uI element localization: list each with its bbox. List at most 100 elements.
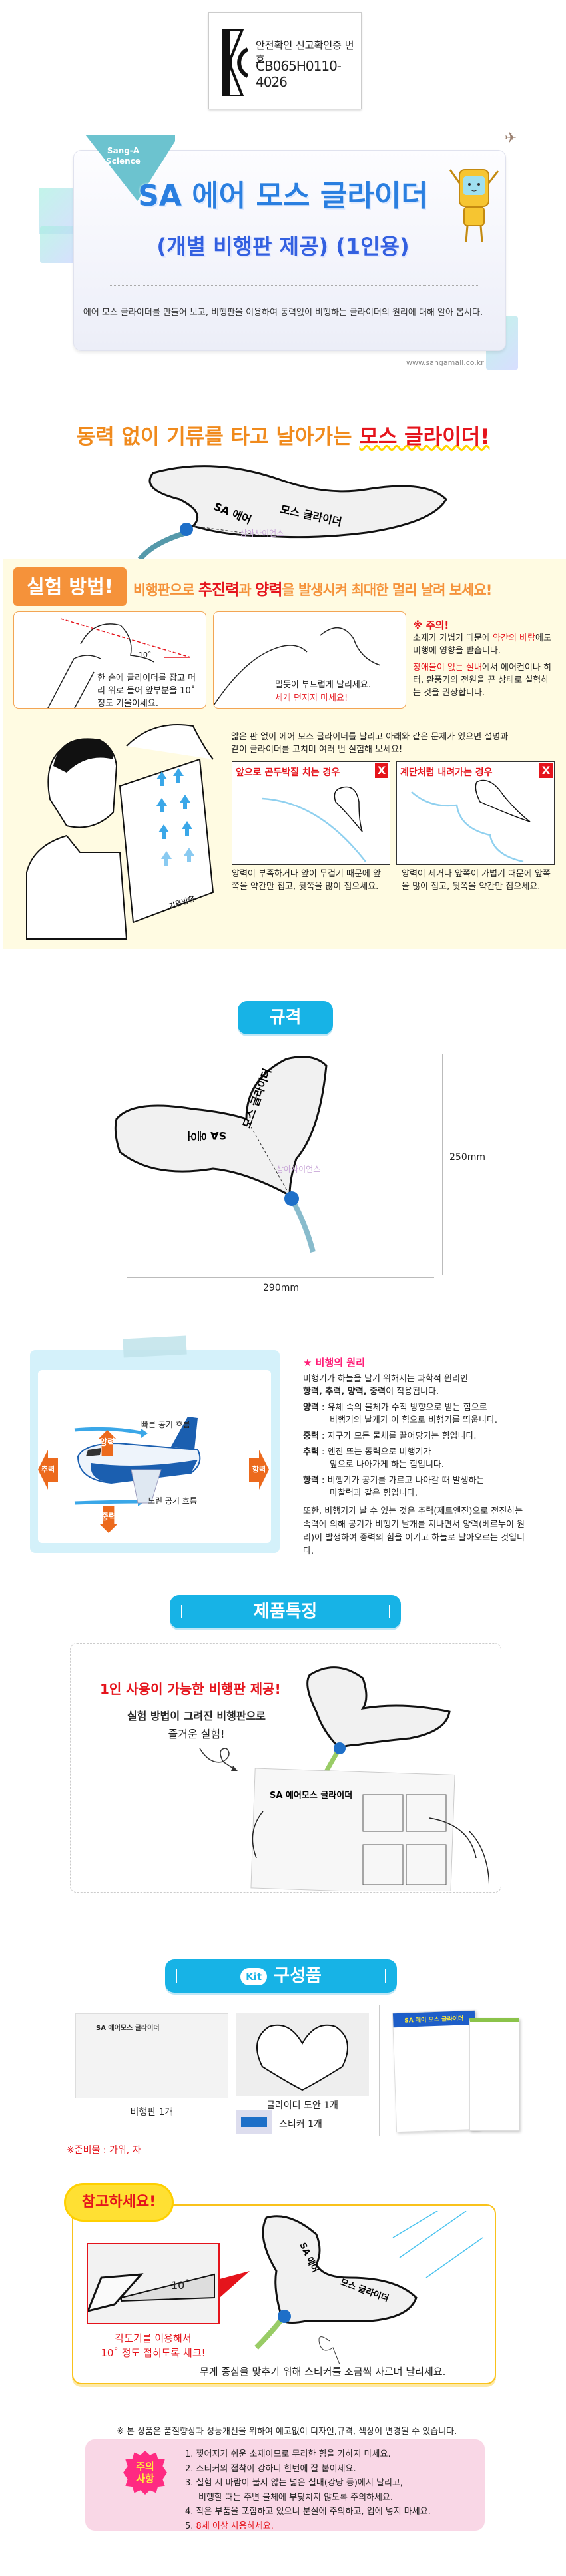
kit-prep-note: ※준비물 : 가위, 자 [67,2145,141,2156]
x-mark-icon: X [539,763,553,778]
text: 10˚ 정도 접히도록 체크! [101,2347,206,2359]
kit-item-template: 글라이더 도안 1개 [266,2100,338,2111]
text: 비행기의 날개가 이 힘으로 비행기를 띄웁니다. [330,1415,498,1425]
text: 5. [185,2521,196,2531]
tape-decoration [123,1335,187,1358]
flight-board-photo: SA 에어모스 글라이더 [75,2013,228,2098]
case1-title: 앞으로 곤두박질 치는 경우 [236,767,340,778]
headline-highlight: 모스 글라이더! [359,425,490,449]
case2-description: 양력이 세거나 앞쪽이 가볍기 때문에 앞쪽을 많이 접고, 뒷쪽을 약간만 접… [402,869,551,892]
instruction-poster: SA 에어 모스 글라이더 [392,2009,480,2133]
robot-mascot-icon [449,169,499,242]
instruction-poster-back [469,2018,519,2131]
features-line1: 실험 방법이 그려진 비행판으로 [127,1710,266,1722]
nosedive-path-illustration [262,786,366,862]
flight-diagram-card: 양력 중력 추력 항력 빠른 공기 흐름 느린 공기 흐름 [30,1350,280,1553]
angle-label: 10˚ [139,651,152,659]
case1-description: 양력이 부족하거나 앞이 무겁기 때문에 앞쪽을 약간만 접고, 뒷쪽을 많이 … [232,869,381,892]
case2-box: 계단처럼 내려가는 경우 X [396,761,555,865]
glider-template-photo [236,2013,369,2096]
text: 각도기를 이용해서 [115,2332,192,2344]
text: : 비행기가 공기를 가르고 나아갈 때 발생하는 [318,1476,485,1486]
text: 앞으로 나아가게 하는 힘입니다. [330,1460,445,1470]
fast-airflow-label: 빠른 공기 흐름 [141,1420,190,1429]
features-box [70,1643,501,1893]
text: 비행기가 하늘을 날기 위해서는 과학적 원리인 [303,1374,468,1384]
text: 이 적용됩니다. [386,1387,439,1397]
warning-item: 5. 8세 이상 사용하세요. [185,2519,431,2534]
features-title: 제품특징 [253,1602,318,1622]
term: 항력 [303,1476,319,1486]
text: 을 발생시켜 최대한 멀리 날려 보세요! [282,582,492,598]
site-url: www.sangamall.co.kr [406,358,484,367]
width-dimension-line [127,1277,434,1278]
watermark: 상아사이언스 [240,529,284,538]
hand-releasing-glider-illustration [214,627,381,706]
flight-diagram: 양력 중력 추력 항력 빠른 공기 흐름 느린 공기 흐름 [38,1370,271,1543]
thrust-word: 추진력 [198,581,239,599]
caution-title: ※ 주의! [413,619,449,631]
principle-title: ★ 비행의 원리 [303,1357,365,1369]
glider-sticker-photo: SA 에어 모스 글라이더 [254,2211,483,2364]
slow-airflow-label: 느린 공기 흐름 [148,1496,197,1506]
angle-caption: 각도기를 이용해서 10˚ 정도 접히도록 체크! [87,2331,220,2360]
kit-contents-box: SA 에어모스 글라이더 비행판 1개 글라이더 도안 1개 스티커 1개 [67,2005,380,2136]
caution-line2: 장애물이 없는 실내에서 에어컨이나 히터, 환풍기의 전원을 끈 상태로 실험… [413,661,556,699]
product-title: SA 에어 모스 글라이더 [138,179,428,213]
term: 중력 [303,1431,319,1441]
experiment-label: 실험 방법! [13,567,127,606]
watermark: 상아사이언스 [276,1165,320,1174]
text: 에도 비행에 영향을 받습니다. [413,633,551,656]
text: : 유체 속의 물체가 수직 방향으로 받는 힘으로 [318,1403,487,1413]
text: 항력, 추력, 양력, 중력 [303,1387,386,1397]
height-dimension-line [442,1054,443,1275]
glider-photo: SA 에어 모스 글라이더 상아사이언스 [137,465,447,559]
warning-item: 4. 작은 부품을 포함하고 있으니 분실에 주의하고, 입에 넣지 마세요. [185,2507,431,2517]
curly-arrow-icon [199,1748,238,1771]
kc-mark-icon [222,29,248,96]
term: 추력 [303,1447,319,1457]
kit-item-sticker: 스티커 1개 [279,2119,322,2130]
step2-text: 밀듯이 부드럽게 날리세요. [275,680,371,690]
step1-panel: 10˚ 한 손에 글라이더를 잡고 머리 위로 들어 앞부분을 10˚ 정도 기… [13,611,206,709]
text: 과 [238,582,256,598]
x-mark-icon: X [375,763,388,778]
headline-text: 동력 없이 기류를 타고 날아가는 [76,425,360,449]
step2-warning: 세게 던지지 마세요! [275,693,348,703]
text: 주의 [136,2461,154,2473]
spec-height: 250mm [449,1152,485,1163]
glider-on-board-photo: SA 에어모스 글라이더 [250,1666,489,1891]
text: 사항 [136,2473,154,2485]
warnings-list: 1. 찢어지기 쉬운 소재이므로 무리한 힘을 가하지 마세요. 2. 스티커의… [185,2447,431,2533]
reference-box [72,2204,496,2384]
caution-note: ※ 주의! 소재가 가볍기 때문에 약간의 바람에도 비행에 영향을 받습니다.… [413,619,556,699]
warning-item: 비행할 때는 주변 물체에 부딪치지 않도록 주의하세요. [198,2492,394,2503]
principle-def: 중력 : 지구가 모든 물체를 끌어당기는 힘입니다. [303,1430,529,1443]
airplane-illustration [74,1417,201,1506]
kc-number: CB065H0110-4026 [256,58,342,90]
kit-title: 구성품 [274,1966,322,1986]
warning-item: 3. 실험 시 바람이 불지 않는 넓은 실내(강당 등)에서 날리고, [185,2478,403,2488]
kc-certification-box: 안전확인 신고확인증 번호 CB065H0110-4026 [208,12,362,109]
case2-title: 계단처럼 내려가는 경우 [400,767,493,778]
angle-label: 10˚ [171,2279,190,2292]
text: 8세 이상 사용하세요. [196,2521,274,2531]
brand-ribbon-text: Sang-A Science [106,146,141,166]
features-line2: 즐거운 실험! [168,1728,225,1740]
poster-title: SA 에어 모스 글라이더 [392,2010,475,2028]
text: 마찰력과 같은 힘입니다. [330,1488,418,1498]
spec-glider-photo: SA 에어 모스 글라이더 상아사이언스 [114,1056,328,1253]
reference-badge: 참고하세요! [64,2183,174,2222]
text: : 지구가 모든 물체를 끌어당기는 힘입니다. [318,1431,477,1441]
board-sheet-title: SA 에어모스 글라이더 [96,2025,160,2032]
board-sheet-title: SA 에어모스 글라이더 [270,1790,352,1801]
lift-word: 양력 [255,581,282,599]
caution-line1: 소재가 가볍기 때문에 약간의 바람에도 비행에 영향을 받습니다. [413,632,556,657]
stairstep-path-illustration [411,779,531,863]
warning-item: 1. 찢어지기 쉬운 소재이므로 무리한 힘을 가하지 마세요. [185,2449,391,2459]
main-headline: 동력 없이 기류를 타고 날아가는 모스 글라이더! [0,420,566,450]
